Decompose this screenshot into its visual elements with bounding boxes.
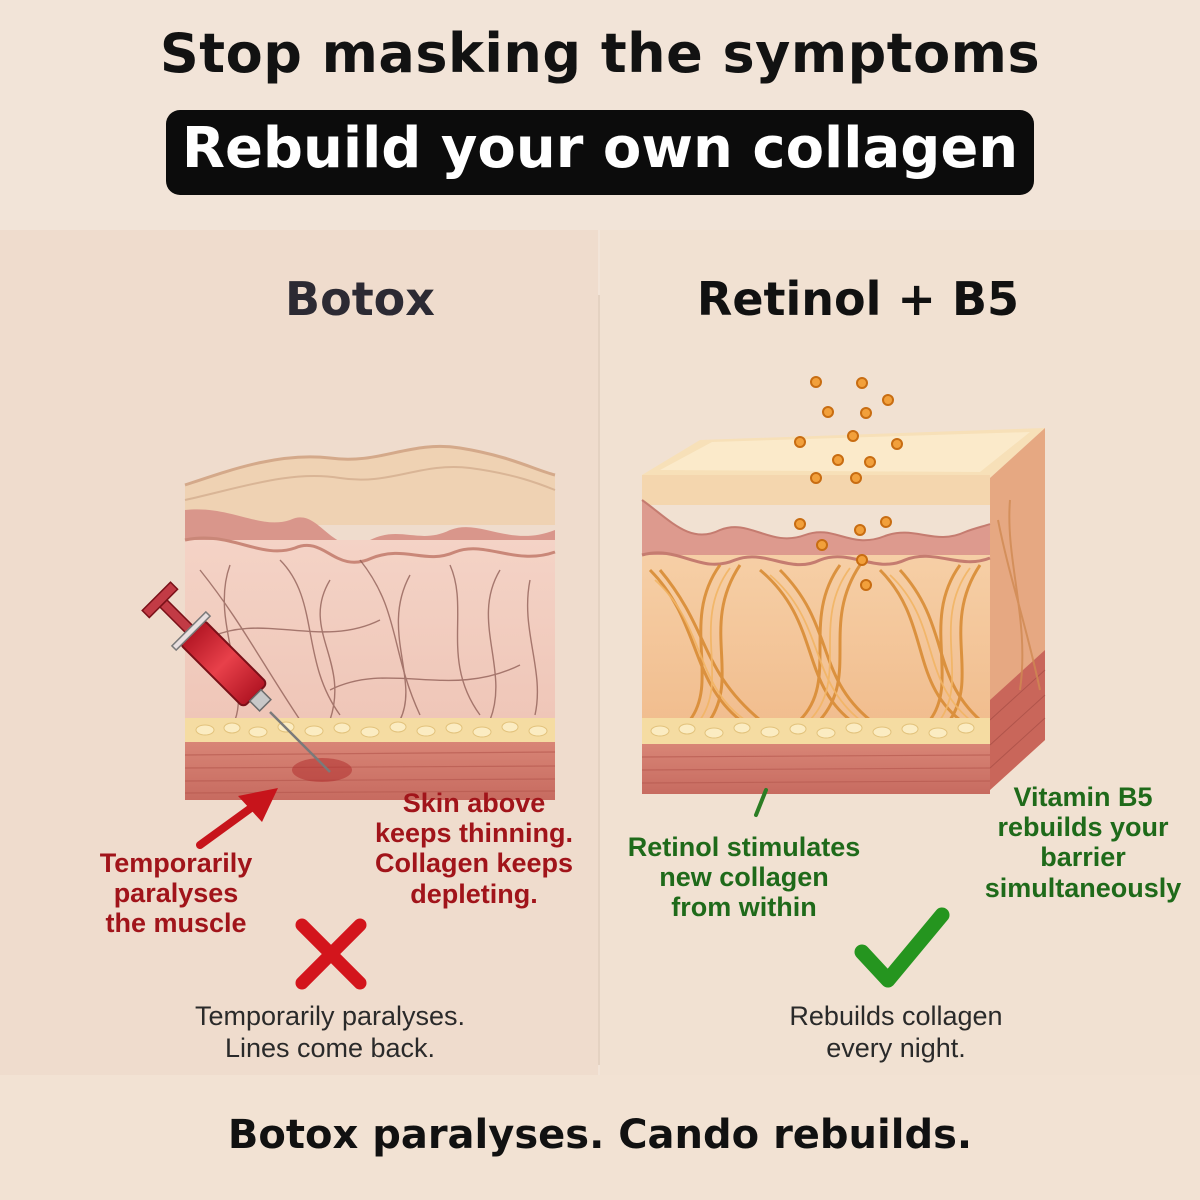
left-panel-title: Botox — [285, 272, 435, 326]
note-line: Rebuilds collagen — [789, 1001, 1003, 1031]
banner-container: Rebuild your own collagen — [0, 110, 1200, 195]
cross-icon — [295, 918, 367, 990]
note-line: every night. — [826, 1033, 966, 1064]
label-line: barrier — [1040, 842, 1126, 873]
retinol-note: Rebuilds collagen every night. — [746, 1000, 1046, 1065]
banner: Rebuild your own collagen — [165, 110, 1035, 195]
label-vitamin-b5: Vitamin B5 rebuilds your barrier simulta… — [970, 782, 1196, 903]
footer-band — [0, 1075, 1200, 1200]
botox-skin-block — [184, 444, 556, 800]
retinol-droplets — [794, 376, 903, 591]
label-line: paralyses — [113, 878, 239, 909]
label-line: new collagen — [659, 862, 829, 893]
label-temporarily-paralyses: Temporarily paralyses the muscle — [76, 848, 276, 939]
right-panel-title: Retinol + B5 — [696, 272, 1020, 326]
footer-tagline: Botox paralyses. Cando rebuilds. — [227, 1112, 973, 1158]
headline: Stop masking the symptoms — [159, 22, 1041, 85]
label-line: from within — [671, 892, 817, 923]
note-line: Lines come back. — [224, 1033, 436, 1064]
label-line: depleting. — [410, 878, 538, 909]
botox-note: Temporarily paralyses. Lines come back. — [160, 1000, 500, 1065]
label-line: simultaneously — [984, 872, 1182, 903]
retinol-skin-block — [641, 428, 1046, 817]
label-line: keeps thinning. — [374, 818, 574, 849]
label-line: Vitamin B5 — [1013, 782, 1153, 812]
label-skin-thinning: Skin above keeps thinning. Collagen keep… — [356, 788, 592, 909]
label-line: rebuilds your — [997, 812, 1169, 843]
label-line: Temporarily — [99, 848, 253, 878]
label-line: the muscle — [105, 908, 247, 939]
red-arrow-icon — [196, 788, 278, 849]
note-line: Temporarily paralyses. — [194, 1001, 466, 1031]
panel-divider — [598, 295, 600, 1065]
label-line: Retinol stimulates — [627, 832, 861, 862]
label-retinol-stimulates: Retinol stimulates new collagen from wit… — [612, 832, 876, 923]
label-line: Collagen keeps — [374, 848, 574, 879]
label-line: Skin above — [402, 788, 546, 818]
checkmark-icon — [854, 907, 950, 988]
syringe-icon — [141, 581, 331, 773]
